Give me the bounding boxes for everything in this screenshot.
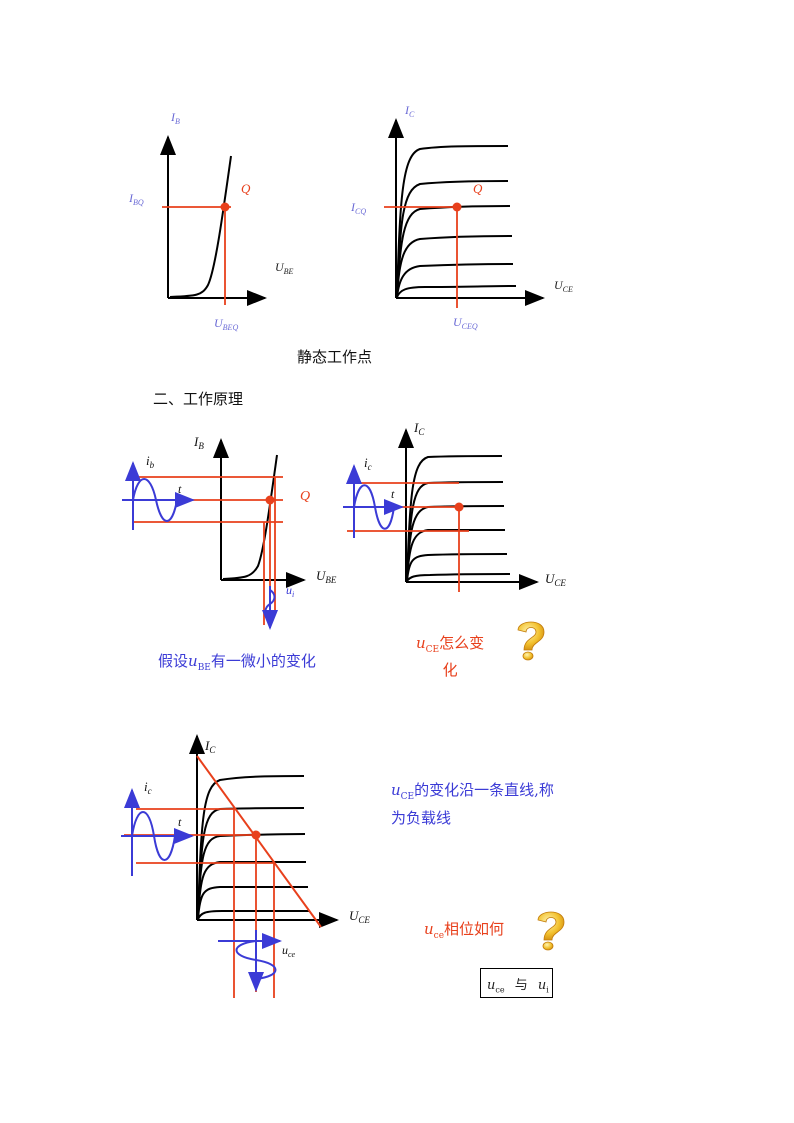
ic-axis-label: IC	[404, 103, 415, 119]
ic-small-label: ic	[364, 455, 372, 472]
icq-label: ICQ	[350, 200, 366, 216]
compare-box: uce 与 ui	[480, 968, 553, 998]
ic-curve-4	[197, 860, 306, 920]
uce-small-label: uce	[282, 943, 296, 959]
q-label: Q	[241, 181, 251, 196]
ic-curve-6	[197, 909, 310, 920]
ui-label: ui	[286, 583, 294, 599]
q-point	[251, 830, 261, 840]
uce-axis-label: UCE	[349, 908, 370, 925]
ic-sine	[353, 484, 395, 530]
q-label: Q	[473, 181, 483, 196]
ib-axis-label: IB	[170, 110, 180, 126]
q-point	[265, 495, 275, 505]
ic-curve-5	[396, 263, 514, 298]
static-point-caption: 静态工作点	[297, 348, 373, 366]
compare-b: u	[537, 978, 547, 993]
assume-prefix: 假设	[158, 652, 189, 670]
ic-curve-4	[396, 235, 513, 298]
output-working-figure: IC ic t UCE	[343, 420, 566, 592]
loadline-sub: CE	[400, 792, 415, 802]
input-curve	[169, 155, 232, 298]
compare-b-sub: i	[546, 985, 549, 995]
load-line-note: uCE的变化沿一条直线,称 为负载线	[391, 780, 554, 829]
ic-curve-6	[396, 285, 517, 298]
compare-a: u	[487, 978, 496, 993]
phase-text: 相位如何	[444, 920, 505, 938]
question-mark-icon	[517, 621, 545, 661]
how-change-note: uCE怎么变 化	[416, 633, 484, 680]
loadline-line1: 的变化沿一条直线,称	[414, 781, 554, 799]
q-point	[452, 202, 462, 212]
ic-curve-3	[396, 205, 511, 298]
ube-axis-label: UBE	[316, 568, 337, 585]
uce-axis-label: UCE	[545, 571, 566, 588]
q-point	[220, 202, 230, 212]
ic-curve-4	[406, 528, 505, 582]
loadline-var: u	[391, 781, 401, 799]
t-label: t	[178, 815, 182, 829]
uce-sine	[235, 940, 277, 980]
how-sub: CE	[425, 645, 440, 655]
ic-curve-1	[396, 145, 509, 298]
ic-small-label: ic	[144, 779, 152, 796]
ic-sine	[131, 811, 176, 861]
ic-axis-label: IC	[204, 738, 216, 755]
phase-sub: ce	[433, 931, 445, 941]
assume-suffix: 有一微小的变化	[210, 652, 316, 670]
input-working-figure: IB ib t Q UBE ui	[122, 434, 337, 630]
question-mark-icon	[537, 911, 565, 951]
load-line-figure: IC ic t UCE uce	[121, 734, 370, 998]
ib-sine	[132, 478, 178, 522]
load-line	[196, 755, 322, 928]
phase-note: uce相位如何	[424, 918, 504, 941]
ic-curve-3	[406, 505, 505, 582]
ic-curve-3	[197, 833, 306, 920]
ui-sine	[264, 589, 276, 619]
section-heading: 二、工作原理	[153, 390, 244, 408]
t-label: t	[391, 487, 395, 501]
assume-note: 假设uBE有一微小的变化	[158, 650, 316, 673]
input-characteristic-figure: IB IBQ Q UBE UBEQ	[128, 110, 294, 332]
output-characteristic-figure: IC ICQ Q UCE UCEQ	[350, 103, 573, 331]
compare-mid: 与	[514, 978, 528, 993]
assume-var: u	[188, 652, 198, 670]
ib-axis-label: IB	[193, 434, 204, 451]
input-curve	[222, 454, 278, 580]
ib-small-label: ib	[146, 453, 155, 470]
ubeq-label: UBEQ	[214, 316, 238, 332]
ic-curve-5	[406, 553, 508, 582]
t-label: t	[178, 482, 182, 496]
ic-curve-1	[406, 455, 503, 582]
uce-axis-label: UCE	[554, 278, 573, 294]
ic-curve-5	[197, 885, 308, 920]
compare-a-sub: ce	[495, 985, 505, 995]
how-line1: 怎么变	[439, 634, 485, 652]
ic-curve-2	[396, 180, 509, 298]
ic-curve-1	[197, 775, 305, 920]
q-point	[454, 502, 464, 512]
assume-sub: BE	[197, 663, 211, 673]
loadline-line2: 为负载线	[391, 809, 452, 827]
phase-var: u	[424, 920, 434, 938]
uceq-label: UCEQ	[453, 315, 478, 331]
ibq-label: IBQ	[128, 191, 144, 207]
ic-curve-6	[406, 573, 511, 582]
how-line2: 化	[442, 661, 458, 679]
ube-axis-label: UBE	[275, 260, 294, 276]
q-label: Q	[300, 489, 310, 504]
how-var: u	[416, 634, 426, 652]
ic-axis-label: IC	[413, 420, 425, 437]
